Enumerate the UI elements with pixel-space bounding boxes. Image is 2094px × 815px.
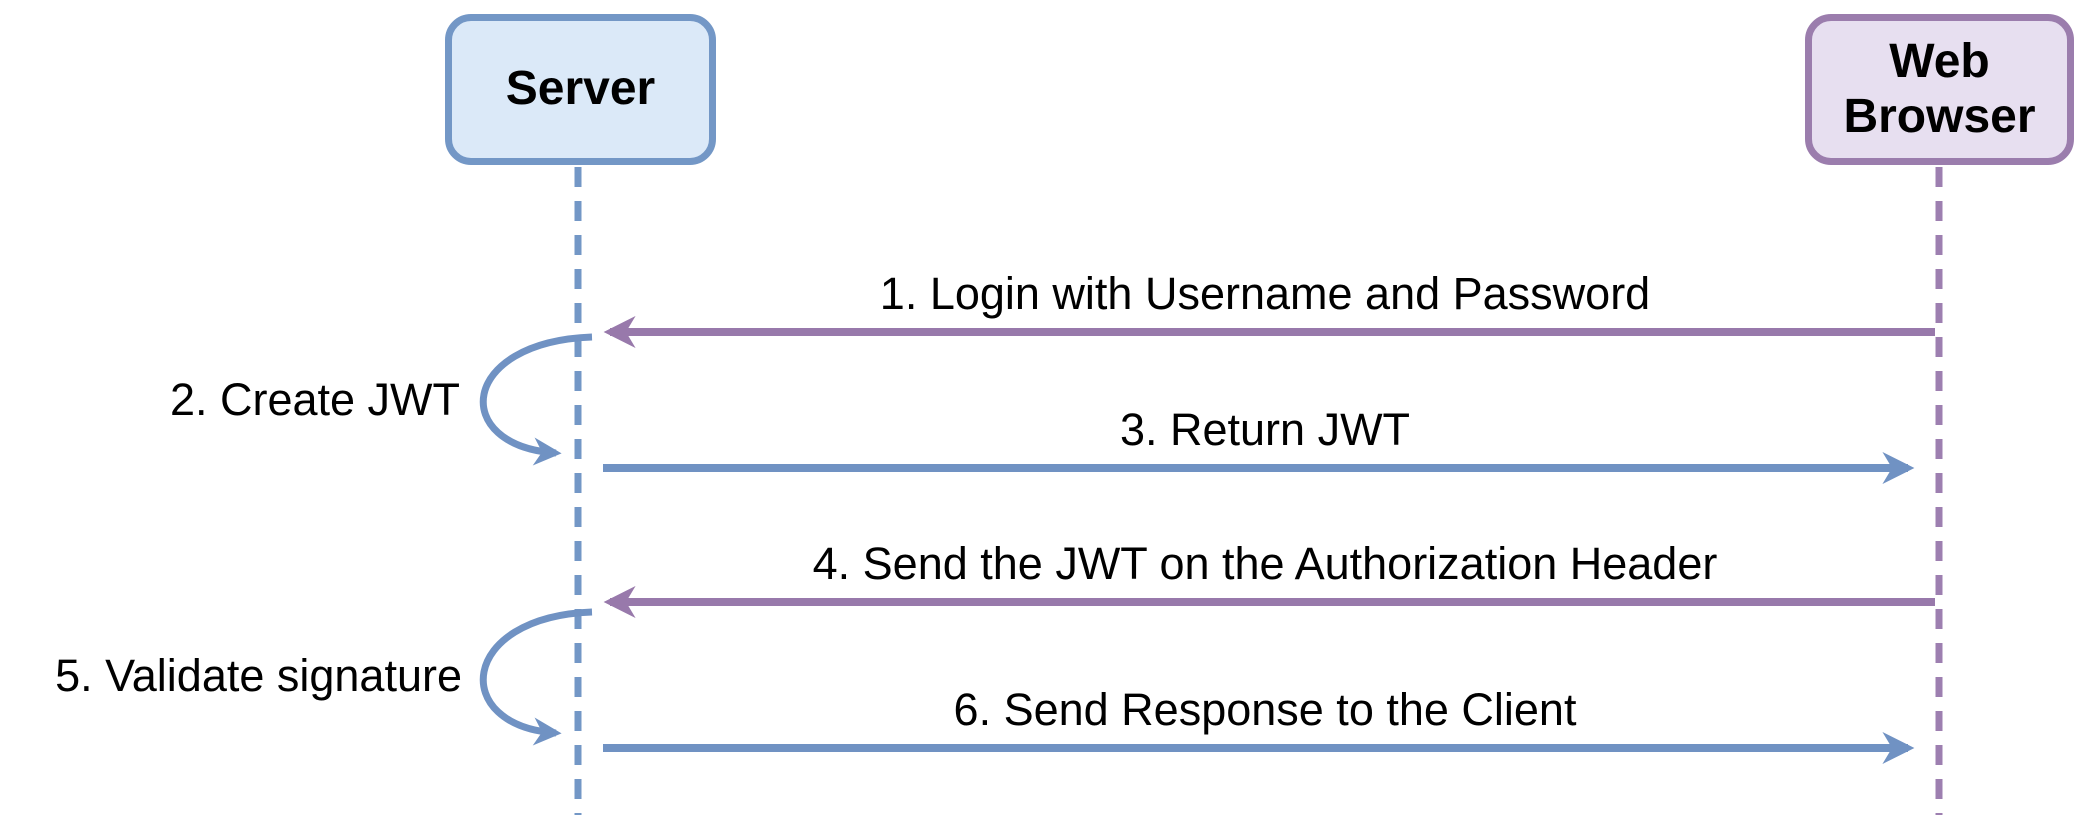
message-2-label: 2. Create JWT xyxy=(169,374,460,425)
message-5-label: 5. Validate signature xyxy=(55,650,462,701)
actor-web-browser: Web Browser xyxy=(1805,14,2074,165)
message-2-self-loop-arrow xyxy=(479,333,593,466)
message-1-label: 1. Login with Username and Password xyxy=(879,268,1651,319)
message-3-label: 3. Return JWT xyxy=(1119,404,1411,455)
actor-server: Server xyxy=(445,14,716,165)
message-5-self-loop-arrow xyxy=(479,608,593,746)
actor-web-browser-label: Web Browser xyxy=(1843,35,2036,143)
message-6-label: 6. Send Response to the Client xyxy=(953,684,1577,735)
message-4-label: 4. Send the JWT on the Authorization Hea… xyxy=(812,538,1718,589)
actor-server-label: Server xyxy=(505,62,656,116)
